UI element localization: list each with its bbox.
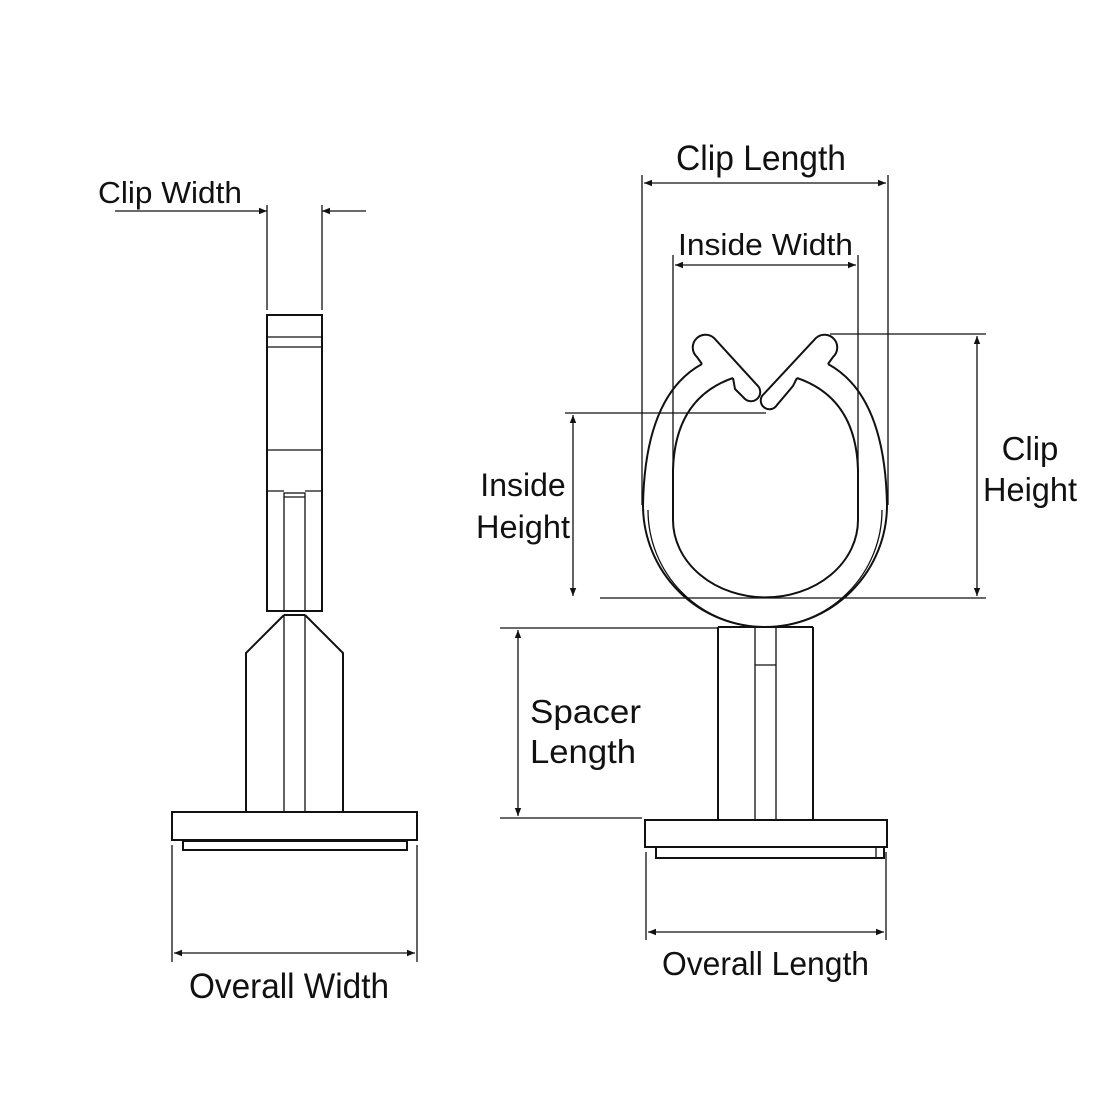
spacer-length-dimension: Spacer Length (500, 627, 718, 819)
inside-height-label-line2: Height (476, 509, 570, 545)
overall-length-dimension: Overall Length (645, 852, 887, 982)
base-side (171, 811, 418, 841)
clip-length-dimension: Clip Length (641, 139, 889, 505)
clip-inside-opening (672, 377, 859, 599)
clip-width-dimension: Clip Width (98, 175, 366, 310)
overall-width-dimension: Overall Width (171, 845, 418, 1006)
adhesive-pad-front (655, 846, 885, 859)
clip-height-dimension: Clip Height (600, 333, 1077, 599)
inside-width-label: Inside Width (678, 227, 853, 262)
spacer-front (717, 626, 814, 820)
front-view (641, 333, 889, 859)
clip-ring-outer (641, 363, 889, 628)
clip-side-slot (283, 492, 306, 612)
clip-length-label: Clip Length (676, 139, 846, 178)
clip-left-arm (691, 333, 762, 403)
overall-width-label: Overall Width (189, 967, 389, 1006)
overall-length-label: Overall Length (662, 945, 869, 982)
clip-side-body (266, 314, 323, 612)
spacer-length-label-line2: Length (530, 733, 636, 770)
clip-height-label-line2: Height (983, 471, 1077, 508)
base-front (644, 819, 888, 848)
spacer-length-label-line1: Spacer (530, 693, 641, 730)
clip-height-label-line1: Clip (1002, 430, 1059, 467)
spacer-side (245, 614, 344, 812)
inside-height-dimension: Inside Height (476, 412, 766, 596)
clip-width-label: Clip Width (98, 175, 242, 210)
clip-ring-band (647, 509, 883, 628)
side-view (171, 314, 418, 851)
adhesive-pad-side (182, 840, 408, 851)
inside-height-label-line1: Inside (480, 467, 565, 503)
inside-width-dimension: Inside Width (672, 227, 859, 470)
clip-right-arm (759, 333, 839, 411)
